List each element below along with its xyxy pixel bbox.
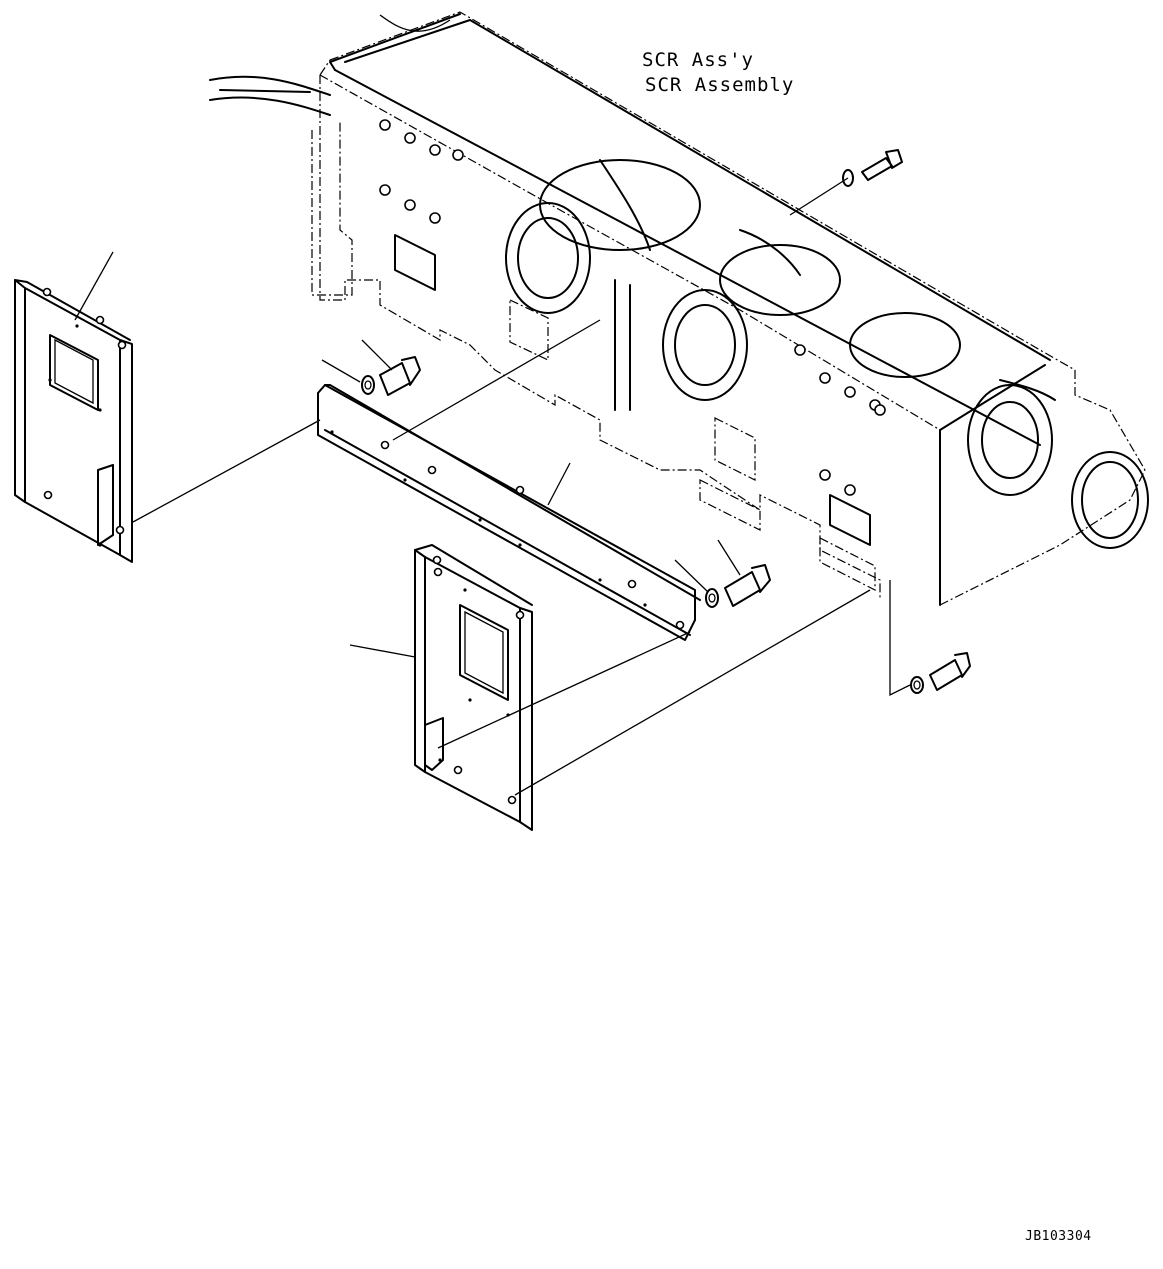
support-bracket [317,384,701,641]
assembly-line-left-panel [132,419,321,523]
scr-assembly [209,11,1149,606]
assembly-title: SCR Ass'y [642,49,754,71]
leader-line-washer-left [321,359,361,383]
assembly-line-bolt-right [889,580,911,697]
drawing-code: JB103304 [1025,1229,1092,1244]
leader-line-bolt-left [361,339,393,371]
side-cover-plate-left [14,279,133,563]
bolt-washer-right [910,652,971,694]
leader-line-washer-center [674,559,709,593]
leader-line-bracket [547,462,571,506]
bolt-washer-center [705,564,771,608]
assembly-line-right-panel-bottom [514,589,871,796]
bolt-washer-left [361,356,421,396]
assembly-line-bracket [392,319,601,441]
side-cover-plate-right [414,544,533,831]
leader-line-right-panel [349,644,416,658]
leader-line-bolt-center [717,539,741,576]
assembly-subtitle: SCR Assembly [645,74,794,96]
assembly-line-right-panel-top [437,631,691,749]
leader-line-left-panel [74,251,114,321]
